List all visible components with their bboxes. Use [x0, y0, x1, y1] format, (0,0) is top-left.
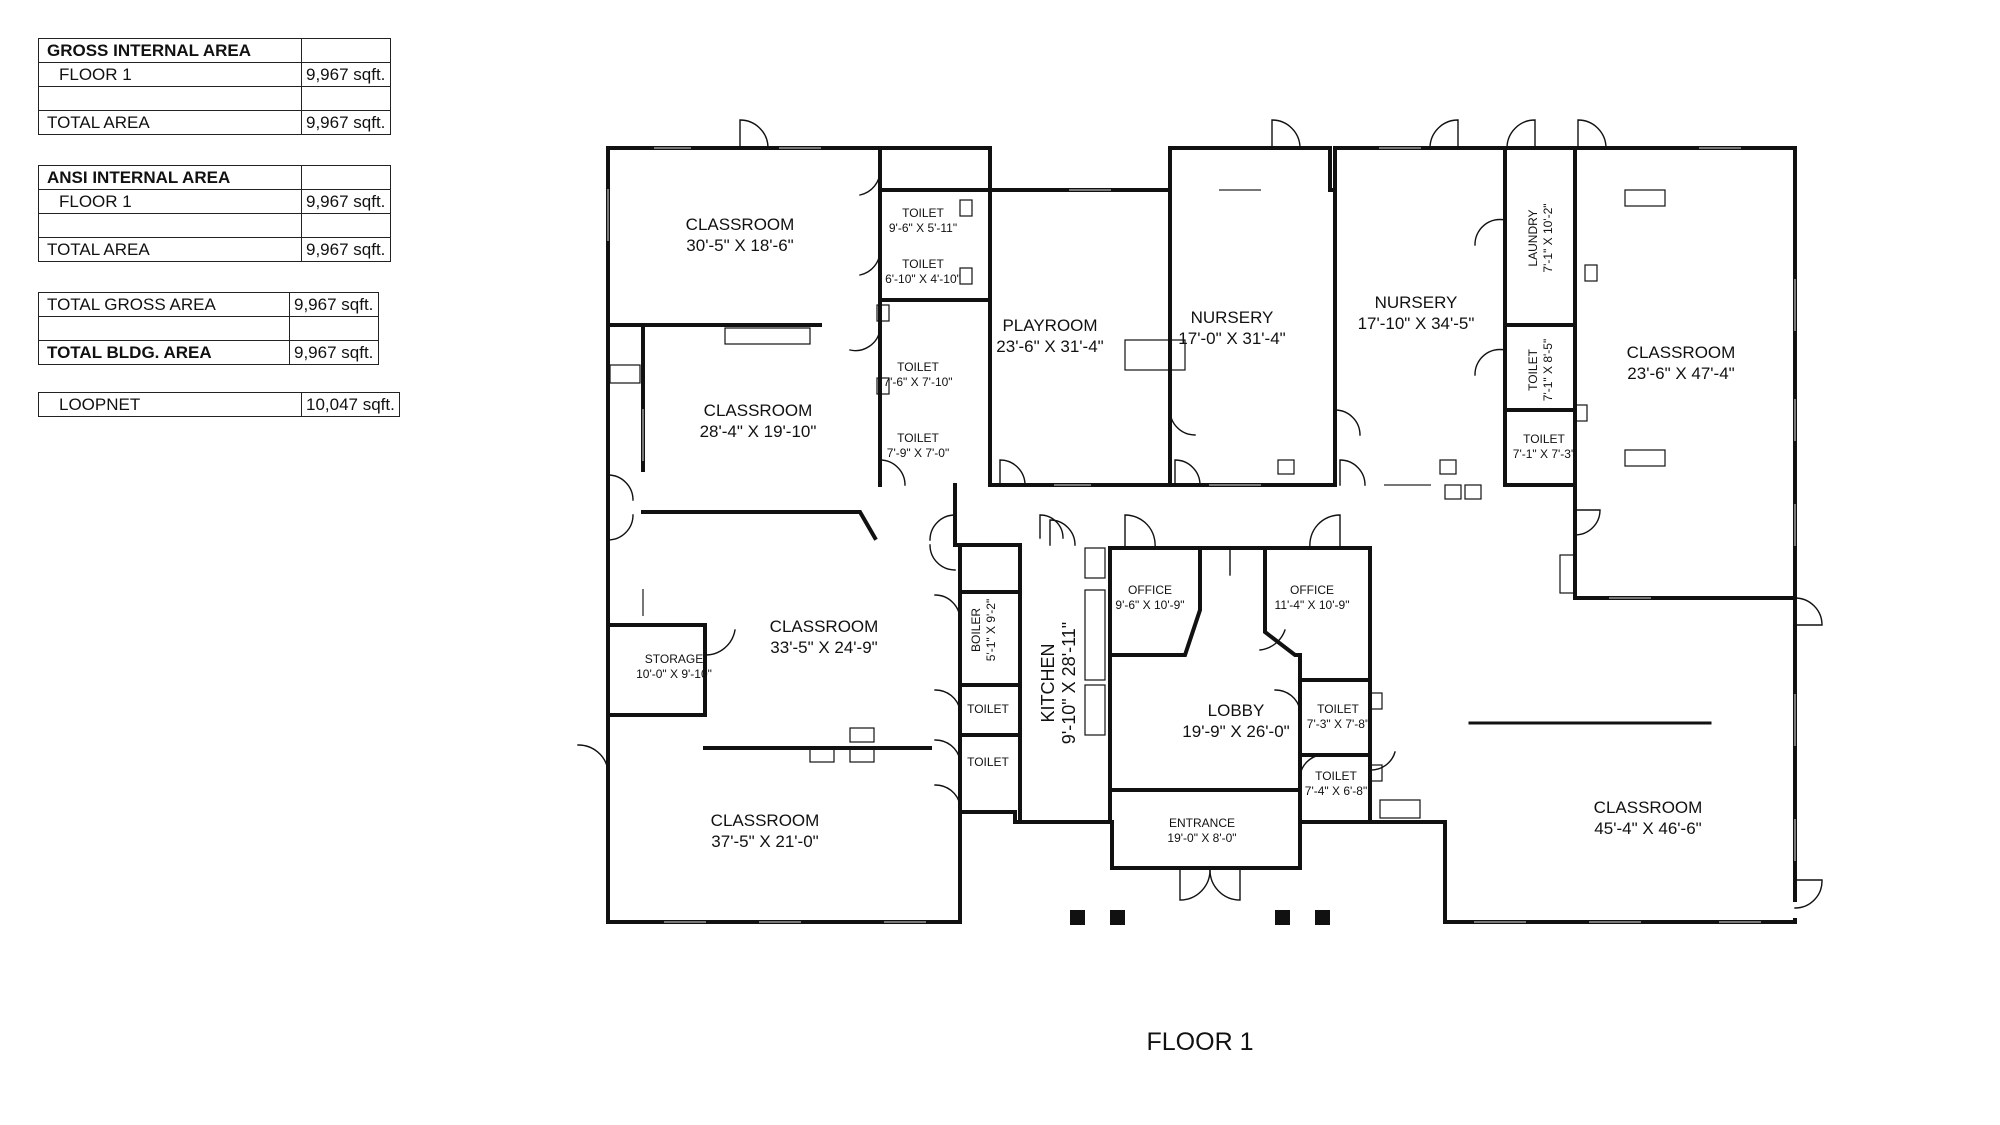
table-cell-value: 9,967 sqft. [301, 237, 391, 262]
room-toilet-5-name: TOILET [1526, 348, 1540, 390]
room-toilet-4-dims: 7'-9" X 7'-0" [887, 446, 949, 460]
room-classroom-ne-name: CLASSROOM [1627, 343, 1736, 362]
table-cell-value: 9,967 sqft. [289, 292, 379, 317]
room-nursery-1-name: NURSERY [1191, 308, 1274, 327]
room-classroom-nw-name: CLASSROOM [686, 215, 795, 234]
room-nursery-2-name: NURSERY [1375, 293, 1458, 312]
table-cell-label: TOTAL BLDG. AREA [38, 340, 290, 365]
room-classroom-sw-name: CLASSROOM [711, 811, 820, 830]
table-cell-value: 9,967 sqft. [289, 340, 379, 365]
table-row [38, 213, 391, 238]
room-playroom-dims: 23'-6" X 31'-4" [996, 337, 1103, 356]
table-cell-value [301, 165, 391, 190]
room-office-1-dims: 9'-6" X 10'-9" [1115, 598, 1184, 612]
room-toilet-5-dims: 7'-1" X 8'-5" [1541, 339, 1555, 401]
ansi-internal-area-table: ANSI INTERNAL AREA FLOOR 1 9,967 sqft. TO… [38, 165, 391, 262]
table-cell-label: TOTAL GROSS AREA [38, 292, 290, 317]
room-toilet-7-name: TOILET [967, 702, 1009, 716]
room-office-1-name: OFFICE [1128, 583, 1172, 597]
room-toilet-2-dims: 6'-10" X 4'-10" [885, 272, 961, 286]
room-lobby-dims: 19'-9" X 26'-0" [1182, 722, 1289, 741]
room-storage-name: STORAGE [645, 652, 703, 666]
room-kitchen-dims: 9'-10" X 28'-11" [1059, 622, 1079, 744]
room-classroom-nw-dims: 30'-5" X 18'-6" [686, 236, 793, 255]
exterior-wall [606, 146, 1797, 924]
room-toilet-3-dims: 7'-6" X 7'-10" [883, 375, 952, 389]
table-cell-value [301, 38, 391, 63]
room-classroom-se-name: CLASSROOM [1594, 798, 1703, 817]
table-cell-label: LOOPNET [38, 392, 302, 417]
room-classroom-w3-dims: 33'-5" X 24'-9" [770, 638, 877, 657]
room-classroom-se-dims: 45'-4" X 46'-6" [1594, 819, 1701, 838]
table-cell-label: GROSS INTERNAL AREA [38, 38, 302, 63]
room-nursery-2-dims: 17'-10" X 34'-5" [1358, 314, 1475, 333]
table-cell-label: ANSI INTERNAL AREA [38, 165, 302, 190]
room-toilet-10-dims: 7'-4" X 6'-8" [1305, 784, 1367, 798]
room-playroom-name: PLAYROOM [1002, 316, 1097, 335]
room-toilet-1-name: TOILET [902, 206, 944, 220]
room-boiler-name: BOILER [969, 608, 983, 652]
room-storage-dims: 10'-0" X 9'-10" [636, 667, 712, 681]
table-cell-label [38, 316, 290, 341]
fixture-lines [609, 189, 1666, 819]
table-row: GROSS INTERNAL AREA [38, 38, 391, 63]
room-office-2-dims: 11'-4" X 10'-9" [1275, 598, 1350, 612]
table-cell-value: 9,967 sqft. [301, 62, 391, 87]
room-kitchen-name: KITCHEN [1038, 643, 1058, 722]
room-entrance-dims: 19'-0" X 8'-0" [1167, 831, 1236, 845]
table-cell-label: TOTAL AREA [38, 110, 302, 135]
room-lobby-name: LOBBY [1208, 701, 1265, 720]
room-laundry-dims: 7'-1" X 10'-2" [1541, 203, 1555, 272]
entrance-posts [1070, 910, 1330, 925]
room-classroom-sw-dims: 37'-5" X 21'-0" [711, 832, 818, 851]
room-laundry-name: LAUNDRY [1526, 209, 1540, 266]
door-swings [577, 119, 1823, 909]
table-cell-label: FLOOR 1 [38, 189, 302, 214]
room-classroom-ne-dims: 23'-6" X 47'-4" [1627, 364, 1734, 383]
room-toilet-4-name: TOILET [897, 431, 939, 445]
room-toilet-2-name: TOILET [902, 257, 944, 271]
room-classroom-w2-dims: 28'-4" X 19'-10" [700, 422, 817, 441]
table-row: ANSI INTERNAL AREA [38, 165, 391, 190]
room-toilet-1-dims: 9'-6" X 5'-11" [889, 221, 957, 235]
table-cell-value: 9,967 sqft. [301, 110, 391, 135]
room-classroom-w2-name: CLASSROOM [704, 401, 813, 420]
plumbing-fixtures [809, 199, 1598, 782]
window-marks [607, 147, 1796, 923]
room-toilet-6-name: TOILET [1523, 432, 1565, 446]
room-toilet-9-dims: 7'-3" X 7'-8" [1307, 717, 1369, 731]
floor-label: FLOOR 1 [1146, 1028, 1254, 1056]
room-entrance-name: ENTRANCE [1169, 816, 1235, 830]
room-toilet-9-name: TOILET [1317, 702, 1359, 716]
table-cell-value [301, 213, 391, 238]
table-cell-value [301, 86, 391, 111]
room-toilet-8-name: TOILET [967, 755, 1009, 769]
table-cell-value: 10,047 sqft. [301, 392, 400, 417]
room-nursery-1-dims: 17'-0" X 31'-4" [1178, 329, 1285, 348]
table-row [38, 86, 391, 111]
room-toilet-6-dims: 7'-1" X 7'-3" [1513, 447, 1575, 461]
room-office-2-name: OFFICE [1290, 583, 1334, 597]
room-boiler-dims: 5'-1" X 9'-2" [984, 599, 998, 661]
room-toilet-3-name: TOILET [897, 360, 939, 374]
interior-wall [606, 146, 1797, 824]
room-toilet-10-name: TOILET [1315, 769, 1357, 783]
room-classroom-w3-name: CLASSROOM [770, 617, 879, 636]
